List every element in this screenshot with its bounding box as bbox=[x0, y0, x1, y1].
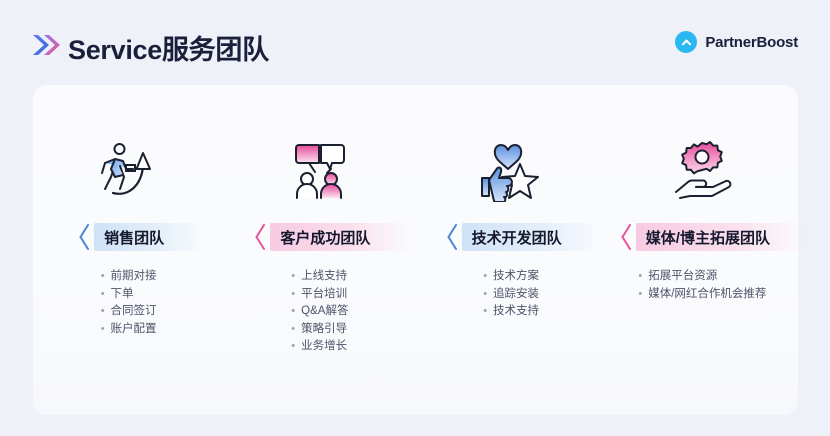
bullet-dot: • bbox=[291, 322, 296, 335]
team-column-tech: 技术开发团队 • 技术方案 • 追踪安装 • 技术支持 bbox=[416, 85, 607, 415]
list-item-label: 下单 bbox=[110, 287, 134, 300]
list-item: • 策略引导 bbox=[291, 321, 347, 339]
bullet-dot: • bbox=[483, 305, 488, 318]
hand-holding-gear-icon bbox=[656, 135, 748, 207]
list-item: • 平台培训 bbox=[291, 286, 347, 304]
list-item: • 下单 bbox=[101, 286, 134, 304]
team-title: 客户成功团队 bbox=[280, 229, 371, 247]
bullet-dot: • bbox=[291, 287, 296, 300]
banner-tech: 技术开发团队 bbox=[446, 223, 602, 251]
banner-customer-success: 客户成功团队 bbox=[255, 223, 411, 251]
team-column-media: 媒体/博主拓展团队 • 拓展平台资源 • 媒体/网红合作机会推荐 bbox=[607, 85, 804, 415]
bullet-dot: • bbox=[483, 287, 488, 300]
list-item-label: 技术方案 bbox=[493, 270, 540, 282]
partnerboost-logo: PartnerBoost bbox=[675, 31, 798, 53]
page-header: Service服务团队 PartnerBoost bbox=[0, 0, 830, 86]
team-column-customer-success: 客户成功团队 • 上线支持 • 平台培训 • Q&A解答 • 策略引导 • 业务增长 bbox=[224, 85, 415, 415]
bullet-dot: • bbox=[100, 270, 105, 282]
list-item-label: 合同签订 bbox=[110, 305, 157, 318]
list-item-label: 平台培训 bbox=[301, 287, 348, 300]
two-people-speech-bubbles-icon bbox=[274, 135, 366, 207]
bullet-dot: • bbox=[638, 270, 643, 282]
list-item: • 上线支持 bbox=[291, 268, 347, 286]
logo-text: PartnerBoost bbox=[705, 33, 798, 51]
list-item: • Q&A解答 bbox=[291, 303, 348, 321]
chevron-left-icon bbox=[621, 224, 631, 250]
list-item-label: 账户配置 bbox=[110, 322, 157, 335]
list-item: • 前期对接 bbox=[101, 268, 157, 286]
list-item-label: 策略引导 bbox=[301, 322, 348, 335]
chevron-up-circle-icon bbox=[675, 31, 698, 53]
banner-media: 媒体/博主拓展团队 bbox=[621, 223, 804, 251]
chevron-left-icon bbox=[255, 224, 266, 250]
team-items-sales: • 前期对接 • 下单 • 合同签订 • 账户配置 bbox=[101, 268, 157, 338]
bullet-dot: • bbox=[100, 305, 105, 318]
list-item-label: Q&A解答 bbox=[301, 305, 349, 318]
list-item: • 业务增长 bbox=[291, 338, 347, 356]
bullet-dot: • bbox=[291, 340, 296, 353]
team-title: 技术开发团队 bbox=[471, 229, 562, 247]
bullet-dot: • bbox=[100, 287, 105, 300]
banner-sales: 销售团队 bbox=[79, 223, 207, 251]
thumbs-up-heart-star-icon bbox=[465, 135, 557, 207]
team-title: 媒体/博主拓展团队 bbox=[645, 229, 770, 247]
list-item-label: 追踪安装 bbox=[493, 287, 540, 300]
list-item-label: 业务增长 bbox=[301, 340, 348, 353]
double-chevron-icon bbox=[31, 30, 65, 60]
list-item: • 合同签订 bbox=[101, 303, 157, 321]
teams-card: 销售团队 • 前期对接 • 下单 • 合同签订 • 账户配置 bbox=[33, 85, 804, 415]
list-item-label: 上线支持 bbox=[301, 270, 348, 282]
bullet-dot: • bbox=[638, 287, 643, 300]
bullet-dot: • bbox=[291, 270, 296, 282]
list-item: • 媒体/网红合作机会推荐 bbox=[638, 286, 766, 304]
list-item: • 技术方案 bbox=[483, 268, 539, 286]
team-columns: 销售团队 • 前期对接 • 下单 • 合同签订 • 账户配置 bbox=[33, 85, 804, 415]
team-items-media: • 拓展平台资源 • 媒体/网红合作机会推荐 bbox=[638, 268, 766, 303]
list-item: • 技术支持 bbox=[483, 303, 539, 321]
list-item: • 账户配置 bbox=[101, 321, 157, 339]
list-item-label: 拓展平台资源 bbox=[648, 270, 718, 282]
list-item: • 拓展平台资源 bbox=[638, 268, 717, 286]
list-item-label: 技术支持 bbox=[493, 305, 540, 318]
page-title: Service服务团队 bbox=[68, 35, 269, 65]
list-item: • 追踪安装 bbox=[483, 286, 539, 304]
bullet-dot: • bbox=[483, 270, 488, 282]
team-title: 销售团队 bbox=[104, 229, 165, 247]
team-column-sales: 销售团队 • 前期对接 • 下单 • 合同签订 • 账户配置 bbox=[33, 85, 224, 415]
list-item-label: 前期对接 bbox=[110, 270, 157, 282]
running-person-arrow-icon bbox=[83, 135, 175, 207]
team-items-tech: • 技术方案 • 追踪安装 • 技术支持 bbox=[483, 268, 539, 321]
chevron-left-icon bbox=[79, 224, 90, 250]
list-item-label: 媒体/网红合作机会推荐 bbox=[648, 287, 767, 300]
bullet-dot: • bbox=[291, 305, 296, 318]
chevron-left-icon bbox=[446, 224, 457, 250]
bullet-dot: • bbox=[100, 322, 105, 335]
team-items-customer-success: • 上线支持 • 平台培训 • Q&A解答 • 策略引导 • 业务增长 bbox=[291, 268, 348, 356]
